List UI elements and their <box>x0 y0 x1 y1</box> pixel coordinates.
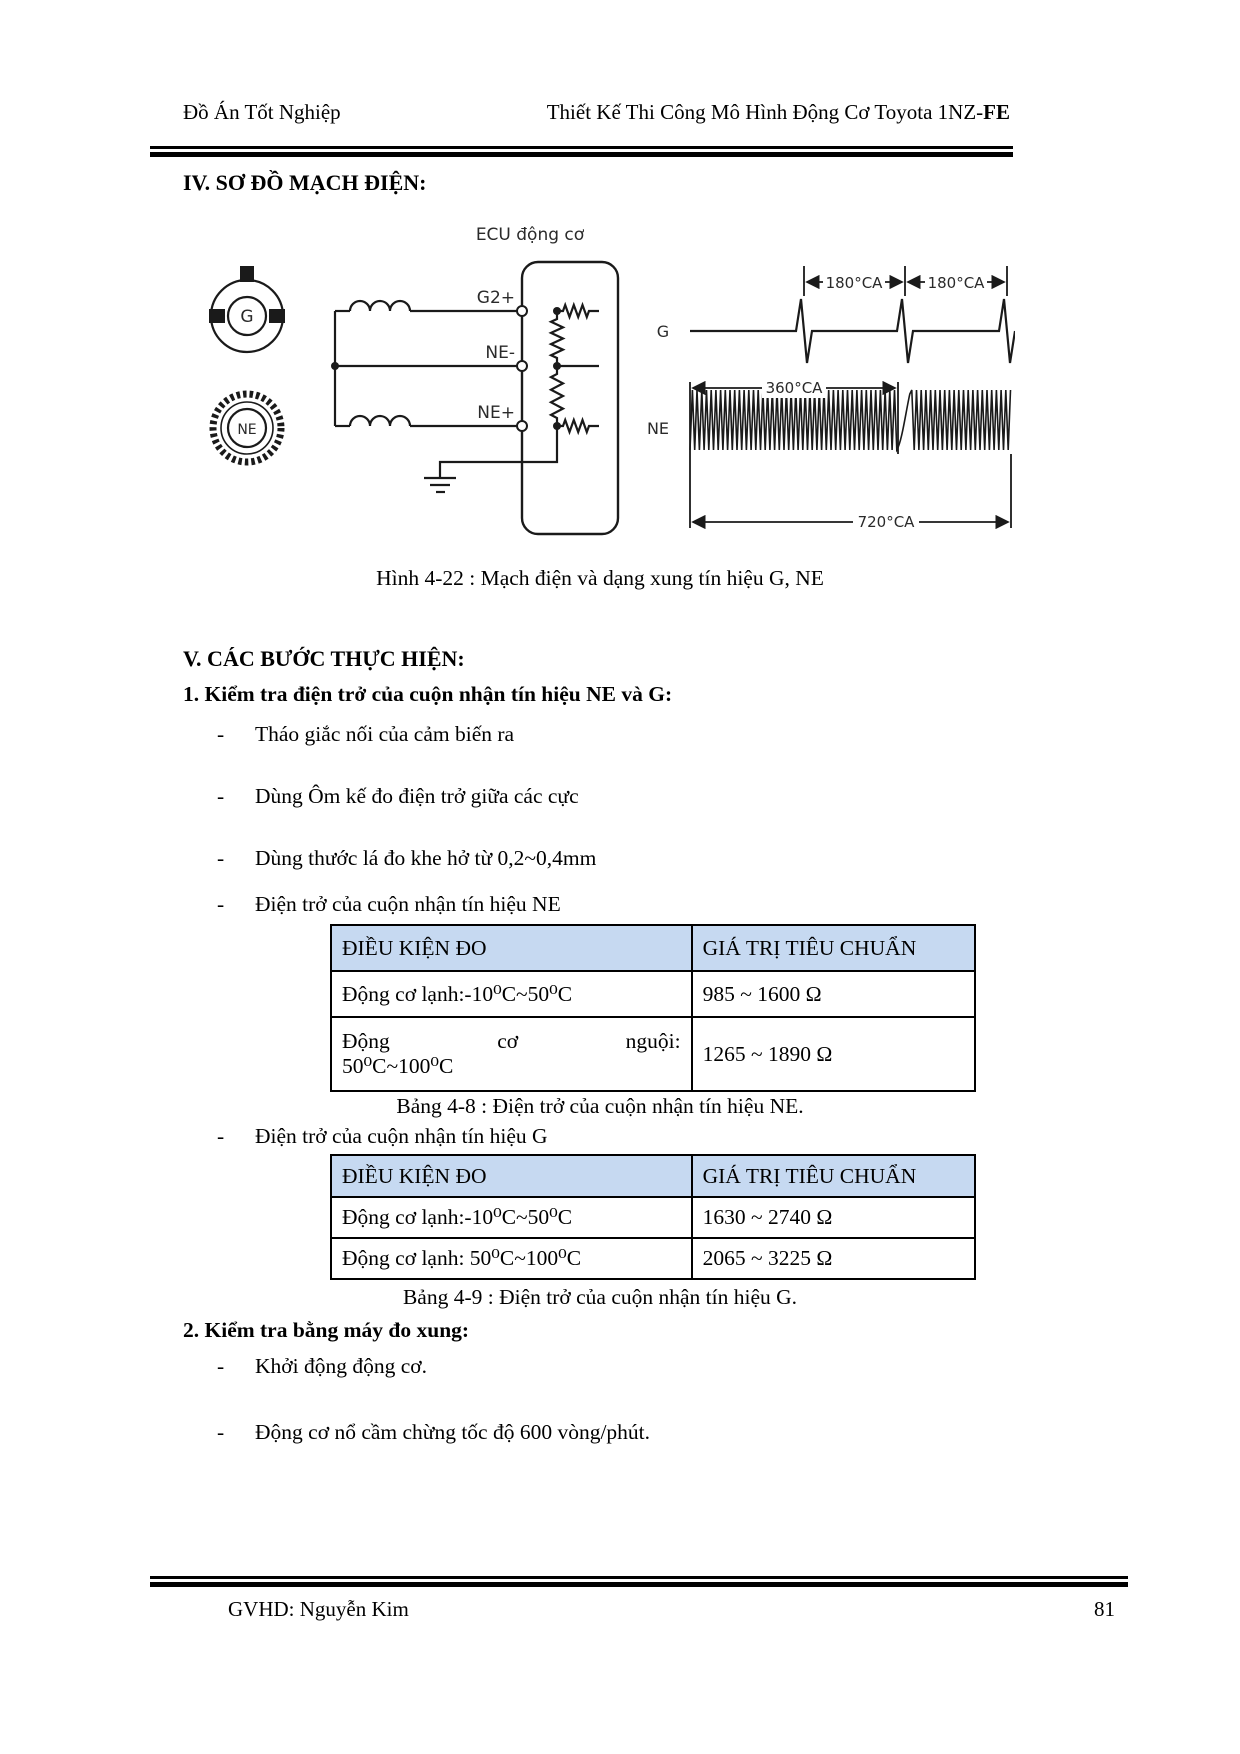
ne-sensor-icon: NE <box>209 390 285 466</box>
ne-minus-label: NE- <box>485 343 515 363</box>
bullet-text: Điện trở của cuộn nhận tín hiệu NE <box>255 892 561 916</box>
header-right-suffix: FE <box>983 100 1010 124</box>
table-row: Động cơ nguội: 50⁰C~100⁰C 1265 ~ 1890 Ω <box>330 1016 977 1092</box>
condition-word: Động <box>342 1029 390 1053</box>
condition-line2: 50⁰C~100⁰C <box>342 1054 454 1078</box>
bullet-text: Khởi động động cơ. <box>255 1354 428 1378</box>
table-g-caption: Bảng 4-9 : Điện trở của cuộn nhận tín hi… <box>402 1285 798 1309</box>
g2-terminal <box>516 305 528 317</box>
dim-180-label-1: 180°CA <box>826 274 884 292</box>
resistor-horizontal-g2 <box>557 301 599 321</box>
ne-coil <box>348 414 412 427</box>
footer-rule <box>150 1576 1128 1587</box>
bullet-text: Dùng thước lá đo khe hở từ 0,2~0,4mm <box>255 846 597 870</box>
value-cell: 2065 ~ 3225 Ω <box>690 1237 977 1280</box>
header-rule <box>150 146 1013 157</box>
value-cell: 985 ~ 1600 Ω <box>690 970 977 1018</box>
bullet-dash: - <box>217 892 225 916</box>
step1-title: 1. Kiểm tra điện trở của cuộn nhận tín h… <box>183 682 673 706</box>
bullet-text: Tháo giắc nối của cảm biến ra <box>255 722 515 746</box>
ne-sensor-label: NE <box>237 422 256 438</box>
resistor-vertical-1 <box>548 311 566 366</box>
condition-word: cơ <box>497 1029 519 1053</box>
resistor-vertical-2 <box>548 366 566 426</box>
g-coil <box>348 299 412 312</box>
circuit-diagram: ECU động cơ G NE <box>209 225 1015 536</box>
page-number: 81 <box>1094 1597 1115 1621</box>
dim-720-label: 720°CA <box>858 513 916 531</box>
table-row: Động cơ lạnh:-10⁰C~50⁰C 1630 ~ 2740 Ω <box>330 1196 977 1239</box>
ne-waveform-label: NE <box>647 419 669 438</box>
footer-rule-thick <box>150 1582 1128 1587</box>
g-waveform-label: G <box>657 322 669 341</box>
condition-cell: Động cơ nguội: 50⁰C~100⁰C <box>330 1016 693 1092</box>
bullet-dash: - <box>217 1420 225 1444</box>
header-right: Thiết Kế Thi Công Mô Hình Động Cơ Toyota… <box>547 100 1010 125</box>
bullet-item-6: - Khởi động động cơ. <box>217 1354 427 1379</box>
table-row: Động cơ lạnh:-10⁰C~50⁰C 985 ~ 1600 Ω <box>330 970 977 1018</box>
bullet-item-4: - Điện trở của cuộn nhận tín hiệu NE <box>217 892 561 917</box>
table-header-value: GIÁ TRỊ TIÊU CHUẨN <box>690 924 977 972</box>
condition-cell: Động cơ lạnh:-10⁰C~50⁰C <box>330 1196 693 1239</box>
g2-plus-label: G2+ <box>477 288 515 308</box>
header-rule-thick <box>150 152 1013 157</box>
table-row: Động cơ lạnh: 50⁰C~100⁰C 2065 ~ 3225 Ω <box>330 1237 977 1280</box>
bullet-item-5: - Điện trở của cuộn nhận tín hiệu G <box>217 1124 548 1149</box>
ground-icon <box>424 426 559 494</box>
bullet-dash: - <box>217 722 225 746</box>
step2-title: 2. Kiểm tra bằng máy đo xung: <box>183 1318 470 1342</box>
table-header-condition: ĐIỀU KIỆN ĐO <box>330 924 693 972</box>
condition-word: nguội: <box>625 1029 681 1053</box>
ecu-box <box>520 260 620 536</box>
figure-caption: Hình 4-22 : Mạch điện và dạng xung tín h… <box>376 566 824 590</box>
header-rule-thin <box>150 146 1013 149</box>
value-cell: 1265 ~ 1890 Ω <box>690 1016 977 1092</box>
bullet-item-3: - Dùng thước lá đo khe hở từ 0,2~0,4mm <box>217 846 596 871</box>
dim-180-label-2: 180°CA <box>928 274 986 292</box>
footer-rule-thin <box>150 1576 1128 1579</box>
bullet-item-1: - Tháo giắc nối của cảm biến ra <box>217 722 514 747</box>
ne-plus-label: NE+ <box>477 403 515 423</box>
ne-plus-terminal <box>516 420 528 432</box>
bullet-dash: - <box>217 784 225 808</box>
resistance-table-ne: ĐIỀU KIỆN ĐO GIÁ TRỊ TIÊU CHUẨN Động cơ … <box>330 924 977 1092</box>
bullet-text: Động cơ nổ cầm chừng tốc độ 600 vòng/phú… <box>255 1420 651 1444</box>
table-header-value: GIÁ TRỊ TIÊU CHUẨN <box>690 1154 977 1198</box>
bullet-item-2: - Dùng Ôm kế đo điện trở giữa các cực <box>217 784 579 809</box>
value-cell: 1630 ~ 2740 Ω <box>690 1196 977 1239</box>
footer-gvhd: GVHD: Nguyễn Kim <box>228 1597 409 1621</box>
bullet-item-7: - Động cơ nổ cầm chừng tốc độ 600 vòng/ph… <box>217 1420 650 1445</box>
section-v-title: V. CÁC BƯỚC THỰC HIỆN: <box>183 646 465 671</box>
table-header-condition: ĐIỀU KIỆN ĐO <box>330 1154 693 1198</box>
header-left: Đồ Án Tốt Nghiệp <box>183 100 341 124</box>
g-sensor-icon: G <box>209 266 285 354</box>
condition-cell: Động cơ lạnh:-10⁰C~50⁰C <box>330 970 693 1018</box>
resistance-table-g: ĐIỀU KIỆN ĐO GIÁ TRỊ TIÊU CHUẨN Động cơ … <box>330 1154 977 1280</box>
ecu-label: ECU động cơ <box>476 225 585 245</box>
bullet-dash: - <box>217 1124 225 1148</box>
ne-waveform <box>689 389 1012 453</box>
header-right-main: Thiết Kế Thi Công Mô Hình Động Cơ Toyota… <box>546 100 984 124</box>
g-sensor-label: G <box>240 307 253 327</box>
ecu-internals <box>548 301 599 436</box>
bullet-dash: - <box>217 846 225 870</box>
ne-minus-terminal <box>516 360 528 372</box>
g-waveform <box>690 298 1015 364</box>
g-dimension-lines: 180°CA 180°CA <box>803 266 1008 296</box>
section-iv-title: IV. SƠ ĐỒ MẠCH ĐIỆN: <box>183 170 427 195</box>
bullet-dash: - <box>217 1354 225 1378</box>
condition-cell: Động cơ lạnh: 50⁰C~100⁰C <box>330 1237 693 1280</box>
resistor-horizontal-ne <box>557 416 599 436</box>
table-ne-caption: Bảng 4-8 : Điện trở của cuộn nhận tín hi… <box>396 1094 804 1118</box>
bullet-text: Điện trở của cuộn nhận tín hiệu G <box>255 1124 548 1148</box>
ne-dimension-lines: 360°CA 720°CA <box>689 378 1012 532</box>
sensor-wiring <box>331 299 522 428</box>
bullet-text: Dùng Ôm kế đo điện trở giữa các cực <box>255 784 579 808</box>
dim-360-label: 360°CA <box>766 379 824 397</box>
